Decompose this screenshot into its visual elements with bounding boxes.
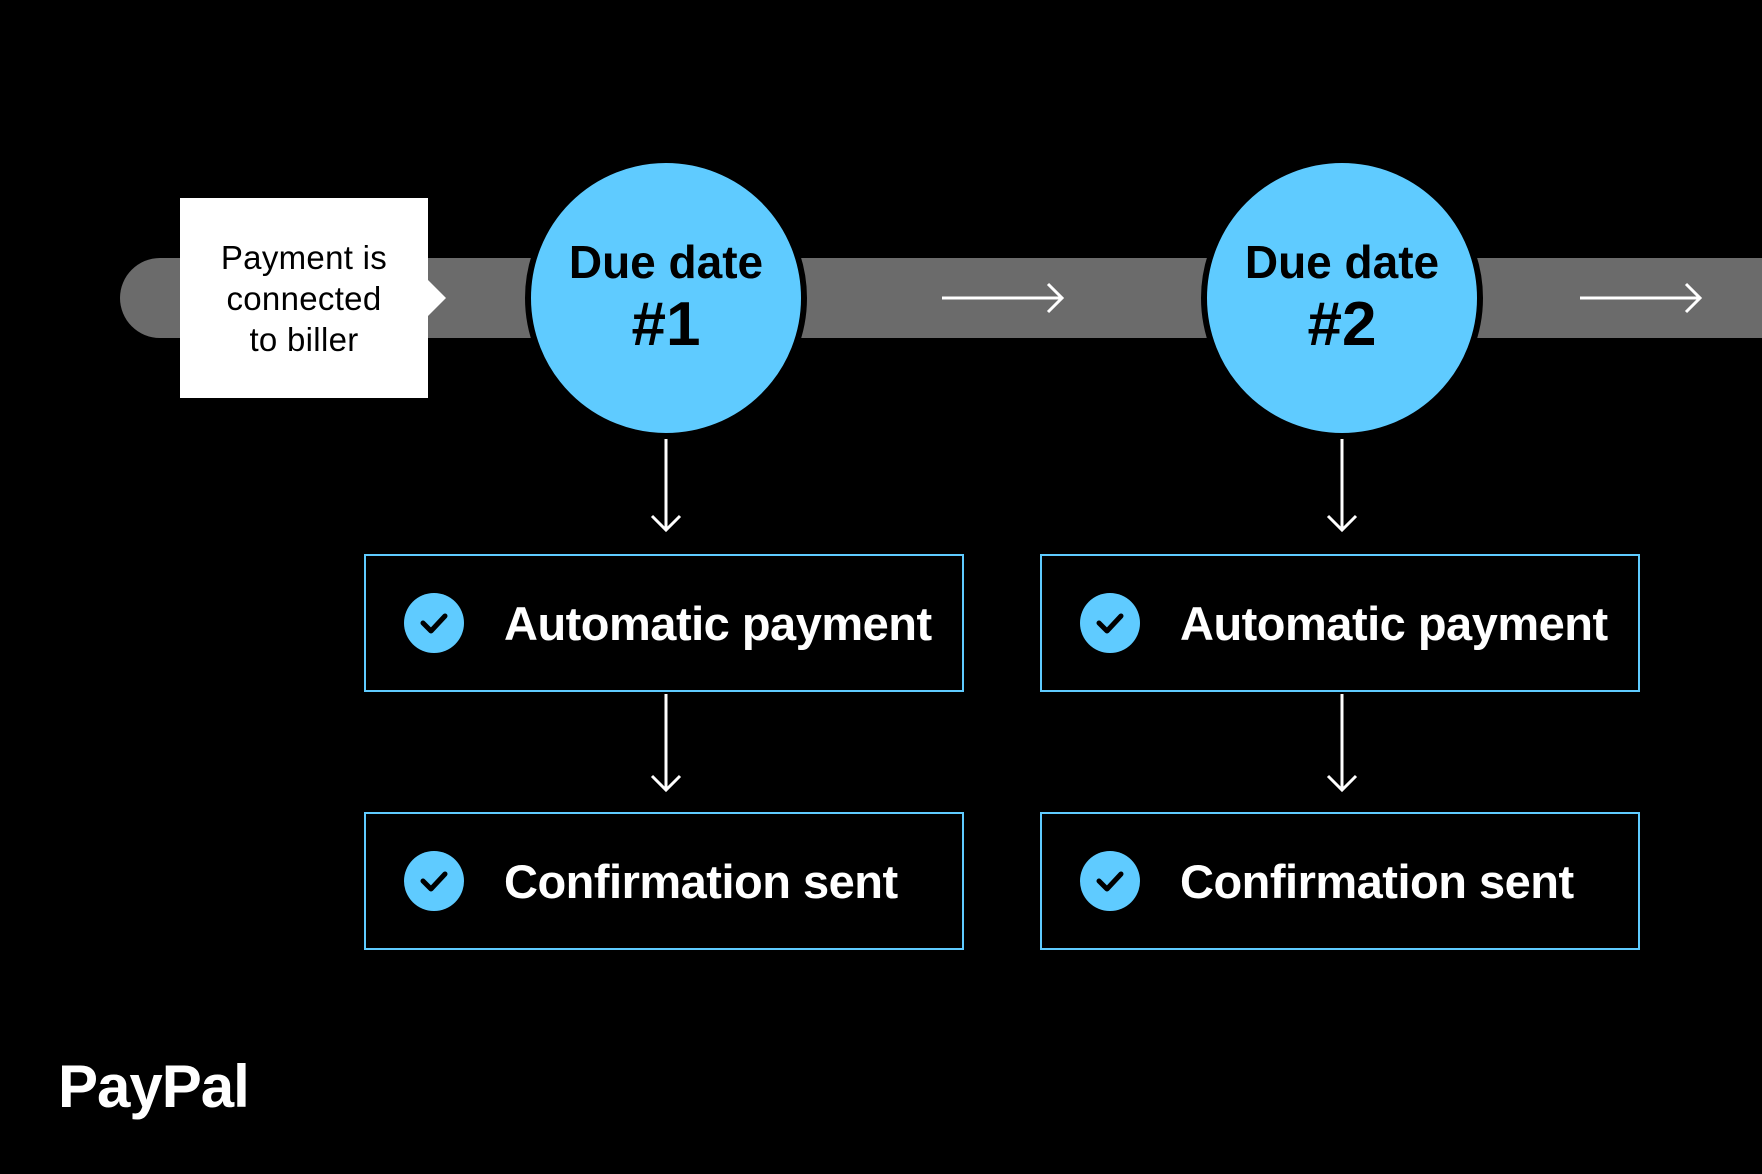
step-label: Confirmation sent [1180,854,1574,908]
step-label: Automatic payment [1180,596,1608,650]
step-confirmation-sent-2: Confirmation sent [1040,812,1640,950]
paypal-logo: PayPal [58,1053,250,1120]
check-icon [1080,851,1140,911]
track-arrow-2 [1580,282,1703,314]
step-automatic-payment-2: Automatic payment [1040,554,1640,692]
start-box: Payment is connected to biller [180,198,446,398]
start-box-text: Payment is connected to biller [220,238,388,358]
due-date-title: Due date [568,236,764,288]
due-date-number: #2 [1307,290,1377,359]
down-arrow-1b [650,694,682,793]
down-arrow-2b [1326,694,1358,793]
step-confirmation-sent-1: Confirmation sent [364,812,964,950]
due-date-title: Due date [1244,236,1440,288]
down-arrow-2a [1326,436,1358,533]
due-date-circle-2: Due date #2 [1201,157,1483,439]
check-icon [404,593,464,653]
due-date-circle-1: Due date #1 [525,157,807,439]
check-icon [1080,593,1140,653]
step-label: Automatic payment [504,596,932,650]
step-automatic-payment-1: Automatic payment [364,554,964,692]
track-arrow-1 [942,282,1065,314]
down-arrow-1a [650,436,682,533]
step-label: Confirmation sent [504,854,898,908]
check-icon [404,851,464,911]
due-date-number: #1 [631,290,701,359]
